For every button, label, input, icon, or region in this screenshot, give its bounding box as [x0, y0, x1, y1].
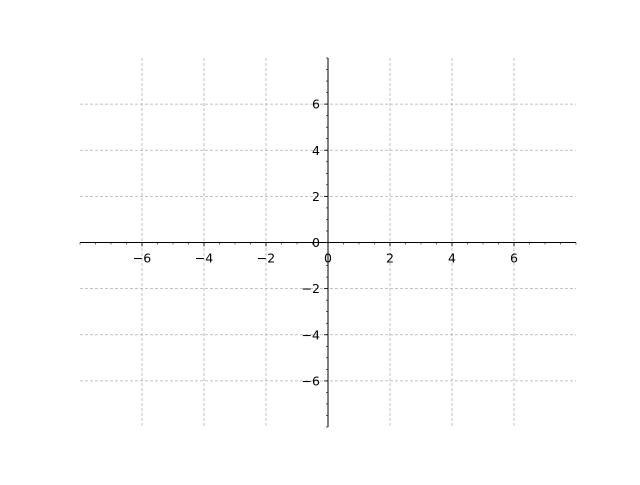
x-tick-label: 4: [448, 251, 456, 266]
x-tick-label: −2: [257, 251, 275, 266]
y-tick-label: −6: [302, 373, 320, 388]
y-tick-label: 0: [312, 235, 320, 250]
y-tick-label: 2: [312, 189, 320, 204]
y-tick-label: 6: [312, 97, 320, 112]
y-tick-label: −2: [302, 281, 320, 296]
tick-marks: [79, 57, 577, 428]
tick-labels: −6 −4 −2 0 2 4 6 −6 −4 −2 0 2 4 6: [133, 97, 518, 389]
x-tick-label: −6: [133, 251, 151, 266]
y-tick-label: −4: [302, 327, 320, 342]
x-tick-label: 6: [510, 251, 518, 266]
x-tick-label: 0: [324, 251, 332, 266]
x-tick-label: −4: [195, 251, 213, 266]
x-tick-label: 2: [386, 251, 394, 266]
y-tick-label: 4: [312, 143, 320, 158]
